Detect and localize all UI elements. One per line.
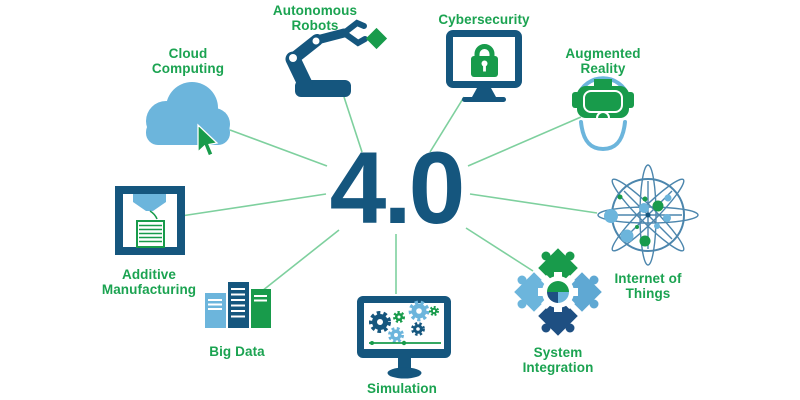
- label-cybersecurity: Cybersecurity: [438, 12, 530, 27]
- timeline-bar: [369, 340, 441, 346]
- printer-3d-icon: [115, 186, 185, 255]
- connector-cloud: [229, 129, 328, 167]
- server-bars-icon: [205, 282, 271, 328]
- printer-nozzle: [133, 194, 166, 211]
- label-autonomous-robots: Autonomous Robots: [272, 3, 358, 34]
- monitor-padlock-icon: [446, 30, 522, 102]
- connector-ar: [467, 116, 582, 167]
- connector-robots: [343, 96, 363, 153]
- connector-big-data: [261, 229, 340, 292]
- center-4-0-label: 4.0: [329, 131, 466, 245]
- label-augmented-reality: Augmented Reality: [565, 46, 641, 77]
- connector-system-integration: [465, 227, 534, 272]
- screen-gears: [369, 300, 439, 343]
- robot-arm-icon: [285, 19, 388, 97]
- label-internet-of-things: Internet of Things: [614, 271, 682, 302]
- label-big-data: Big Data: [209, 344, 265, 359]
- monitor-gears-icon: [357, 296, 451, 379]
- connector-cybersecurity: [429, 96, 465, 153]
- printed-stack: [136, 220, 165, 248]
- cursor-icon: [197, 123, 219, 157]
- diamond-workpiece: [365, 27, 388, 50]
- connector-lines: [180, 96, 598, 294]
- label-additive-manufacturing: Additive Manufacturing: [101, 267, 197, 298]
- vr-headset-icon: [572, 76, 634, 152]
- connector-additive: [180, 193, 327, 217]
- label-simulation: Simulation: [366, 381, 437, 396]
- label-system-integration: System Integration: [522, 345, 594, 376]
- network-sphere-icon: [597, 164, 699, 266]
- network-nodes: [604, 194, 672, 247]
- connector-iot: [469, 193, 598, 214]
- cloud-icon: [146, 82, 230, 157]
- puzzle-gear-icon: [514, 248, 602, 336]
- label-cloud-computing: Cloud Computing: [151, 46, 225, 77]
- gear-pie: [538, 272, 578, 312]
- padlock-shackle: [474, 44, 495, 58]
- gripper-claw: [341, 19, 368, 47]
